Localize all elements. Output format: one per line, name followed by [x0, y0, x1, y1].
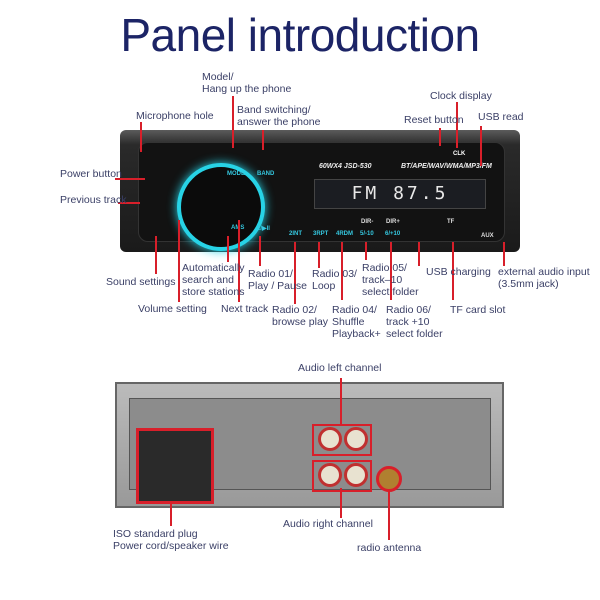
audio-left-outputs: [312, 424, 372, 456]
label-next: Next track: [221, 303, 269, 315]
btn5-label: 5/-10: [360, 231, 374, 237]
label-antenna: radio antenna: [357, 542, 422, 554]
label-audio-left: Audio left channel: [298, 362, 382, 374]
label-usb-charging: USB charging: [426, 266, 491, 278]
label-tf: TF card slot: [450, 304, 506, 316]
ams-label: AMS: [231, 225, 244, 231]
label-sound: Sound settings: [106, 276, 176, 288]
tf-label: TF: [447, 219, 455, 225]
band-label: BAND: [257, 171, 275, 177]
model-text: 60WX4 JSD-530: [319, 163, 372, 170]
btn1-label: 1/▶II: [257, 226, 270, 232]
clk-label: CLK: [453, 151, 466, 157]
label-radio04: Radio 04/ Shuffle Playback+: [332, 304, 381, 340]
formats-text: BT/APE/WAV/WMA/MP3/FM: [401, 163, 492, 170]
label-model: Model/ Hang up the phone: [202, 71, 292, 95]
label-radio03: Radio 03/ Loop: [312, 268, 357, 292]
label-radio01: Radio 01/ Play / Pause: [248, 268, 307, 292]
label-usb-read: USB read: [478, 111, 524, 123]
label-audio-right: Audio right channel: [283, 518, 373, 530]
btn6-label: 6/+10: [385, 231, 401, 237]
label-auto-search: Automatically search and store stations: [182, 262, 245, 298]
label-volume: Volume setting: [138, 303, 207, 315]
label-clock: Clock display: [430, 90, 492, 102]
btn2-label: 2INT: [289, 231, 303, 237]
label-reset: Reset button: [404, 114, 464, 126]
volume-knob: [177, 163, 265, 251]
front-panel-photo: FM 87.5 60WX4 JSD-530 BT/APE/WAV/WMA/MP3…: [120, 130, 520, 252]
audio-right-outputs: [312, 460, 372, 492]
btn4-label: 4RDM: [336, 231, 354, 237]
label-power: Power button: [60, 168, 122, 180]
label-previous: Previous track: [60, 194, 127, 206]
dir-minus-label: DIR-: [361, 219, 374, 225]
label-radio06: Radio 06/ track +10 select folder: [386, 304, 443, 340]
label-radio05: Radio 05/ track–10 select folder: [362, 262, 419, 298]
faceplate: FM 87.5 60WX4 JSD-530 BT/APE/WAV/WMA/MP3…: [138, 142, 505, 251]
label-iso-plug: ISO standard plug Power cord/speaker wir…: [113, 528, 229, 552]
antenna-socket: [376, 466, 402, 492]
lcd-display: FM 87.5: [314, 179, 486, 209]
label-band: Band switching/ answer the phone: [237, 104, 321, 128]
label-radio02: Radio 02/ browse play: [272, 304, 329, 328]
btn3-label: 3RPT: [313, 231, 329, 237]
dir-plus-label: DIR+: [386, 219, 400, 225]
iso-plug: [136, 428, 214, 504]
aux-label: AUX: [481, 233, 494, 239]
mode-label: MODE: [227, 171, 245, 177]
page-title: Panel introduction: [120, 9, 480, 61]
label-aux: external audio input (3.5mm jack): [498, 266, 590, 290]
label-microphone: Microphone hole: [136, 110, 214, 122]
